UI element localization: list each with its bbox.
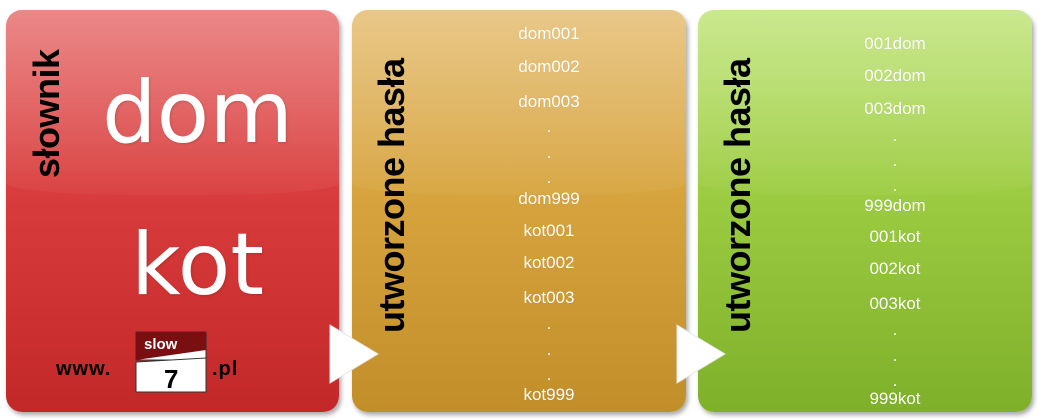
password-item: . [546,117,552,136]
password-item: dom999 [518,189,580,208]
password-item: . [892,176,898,195]
password-item: . [546,365,552,384]
generated-suffix-list: dom001 dom002 dom003... dom999 kot001 kot002 k… [412,10,686,410]
password-item: kot001 [523,221,575,240]
password-item: 999kot [869,389,921,408]
password-item: dom002 [518,57,580,76]
dictionary-word: kot [131,215,265,315]
password-item: . [892,371,898,390]
password-item: 999dom [864,196,926,215]
password-item: . [546,168,552,187]
site-logo: www. slow 7 .pl [52,330,252,400]
password-item: . [892,126,898,145]
generated-prefix-title: utworzone hasła [717,58,758,333]
dictionary-panel: słownik dom kot [6,10,339,412]
generated-suffix-title: utworzone hasła [371,58,412,333]
password-item: dom001 [518,24,580,43]
dictionary-title: słownik [26,49,67,178]
password-item: . [546,340,552,359]
password-item: 001dom [864,34,926,53]
logo-badge-icon: slow 7 [135,331,207,394]
dictionary-word: dom [102,63,293,163]
logo-badge-number: 7 [164,364,178,394]
password-item: 003kot [869,294,921,313]
arrow-right-icon [329,324,379,384]
password-item: . [892,346,898,365]
password-item: kot003 [523,288,575,307]
password-item: . [546,314,552,333]
password-item: 002dom [864,66,926,85]
password-item: kot002 [523,253,575,272]
logo-prefix: www. [56,358,112,380]
arrow-right-icon [676,324,726,384]
logo-suffix: .pl [212,358,239,380]
logo-badge-top: slow [144,336,178,353]
password-item: 001kot [869,227,921,246]
password-item: 003dom [864,99,926,118]
password-item: 002kot [869,259,921,278]
password-item: . [546,143,552,162]
password-item: . [892,151,898,170]
password-item: . [892,320,898,339]
password-item: dom003 [518,92,580,111]
password-item: kot999 [523,385,575,404]
